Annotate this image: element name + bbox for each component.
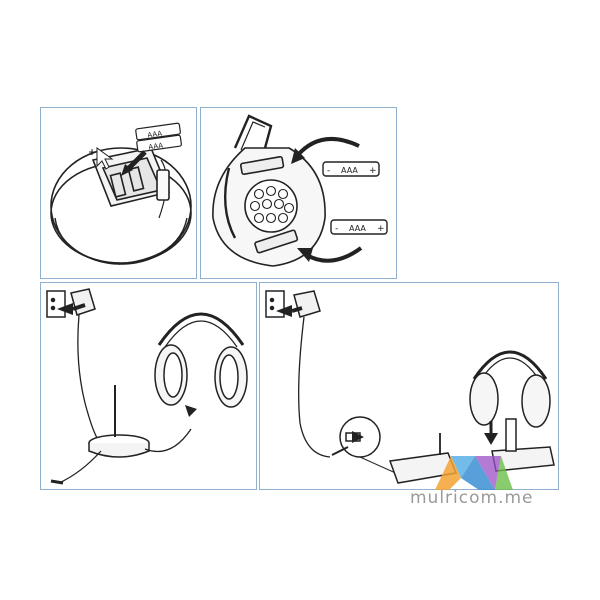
power-adapter — [70, 288, 96, 316]
watermark-logo — [435, 456, 513, 490]
battery-bottom-label: AAA — [349, 224, 366, 233]
headphone-band — [157, 312, 245, 346]
headphone-band — [472, 350, 548, 380]
battery-top: - AAA + — [322, 161, 380, 177]
wall-socket — [265, 290, 285, 318]
adapter-cable — [298, 316, 331, 458]
arrow-bottom — [303, 246, 363, 263]
earcup-left — [469, 372, 499, 426]
battery-insert-illustration: - AAA + - AAA + — [212, 114, 388, 267]
battery-top-label: AAA — [341, 166, 358, 175]
battery-label-2: AAA — [148, 141, 164, 151]
battery-bottom-minus: - — [335, 224, 338, 234]
cursor-icon — [89, 147, 114, 170]
earcup-right — [521, 374, 551, 428]
setup-dock-illustration — [265, 290, 555, 484]
port-arrow — [352, 431, 364, 443]
dock-arrow — [484, 433, 498, 445]
panel-battery-cap: AAA AAA — [40, 107, 197, 279]
battery-slot-top — [239, 155, 285, 176]
wall-socket — [46, 290, 66, 318]
battery-slot-bottom — [254, 229, 299, 254]
audio-cable — [58, 450, 102, 484]
headband — [233, 114, 273, 149]
panel-setup-dock — [259, 282, 559, 490]
watermark-text: mulricom.me — [410, 488, 534, 508]
battery-label: AAA — [147, 129, 163, 139]
power-adapter — [293, 290, 321, 318]
battery-top-minus: - — [327, 166, 330, 176]
panel-battery-insert: - AAA + - AAA + — [200, 107, 397, 279]
insert-arrow — [125, 150, 147, 172]
panel-setup-tv — [40, 282, 257, 490]
headphone-cable — [144, 428, 192, 453]
adapter-cable — [77, 314, 100, 442]
plug-arrow — [185, 405, 197, 417]
setup-tv-illustration — [46, 288, 248, 485]
battery-cap-illustration: AAA AAA — [50, 122, 192, 265]
battery-bottom: - AAA + — [330, 219, 388, 235]
battery-bottom-plus: + — [377, 224, 385, 234]
battery-pack: AAA AAA — [135, 122, 182, 153]
battery-top-plus: + — [369, 166, 377, 176]
arrow-top — [295, 137, 360, 158]
